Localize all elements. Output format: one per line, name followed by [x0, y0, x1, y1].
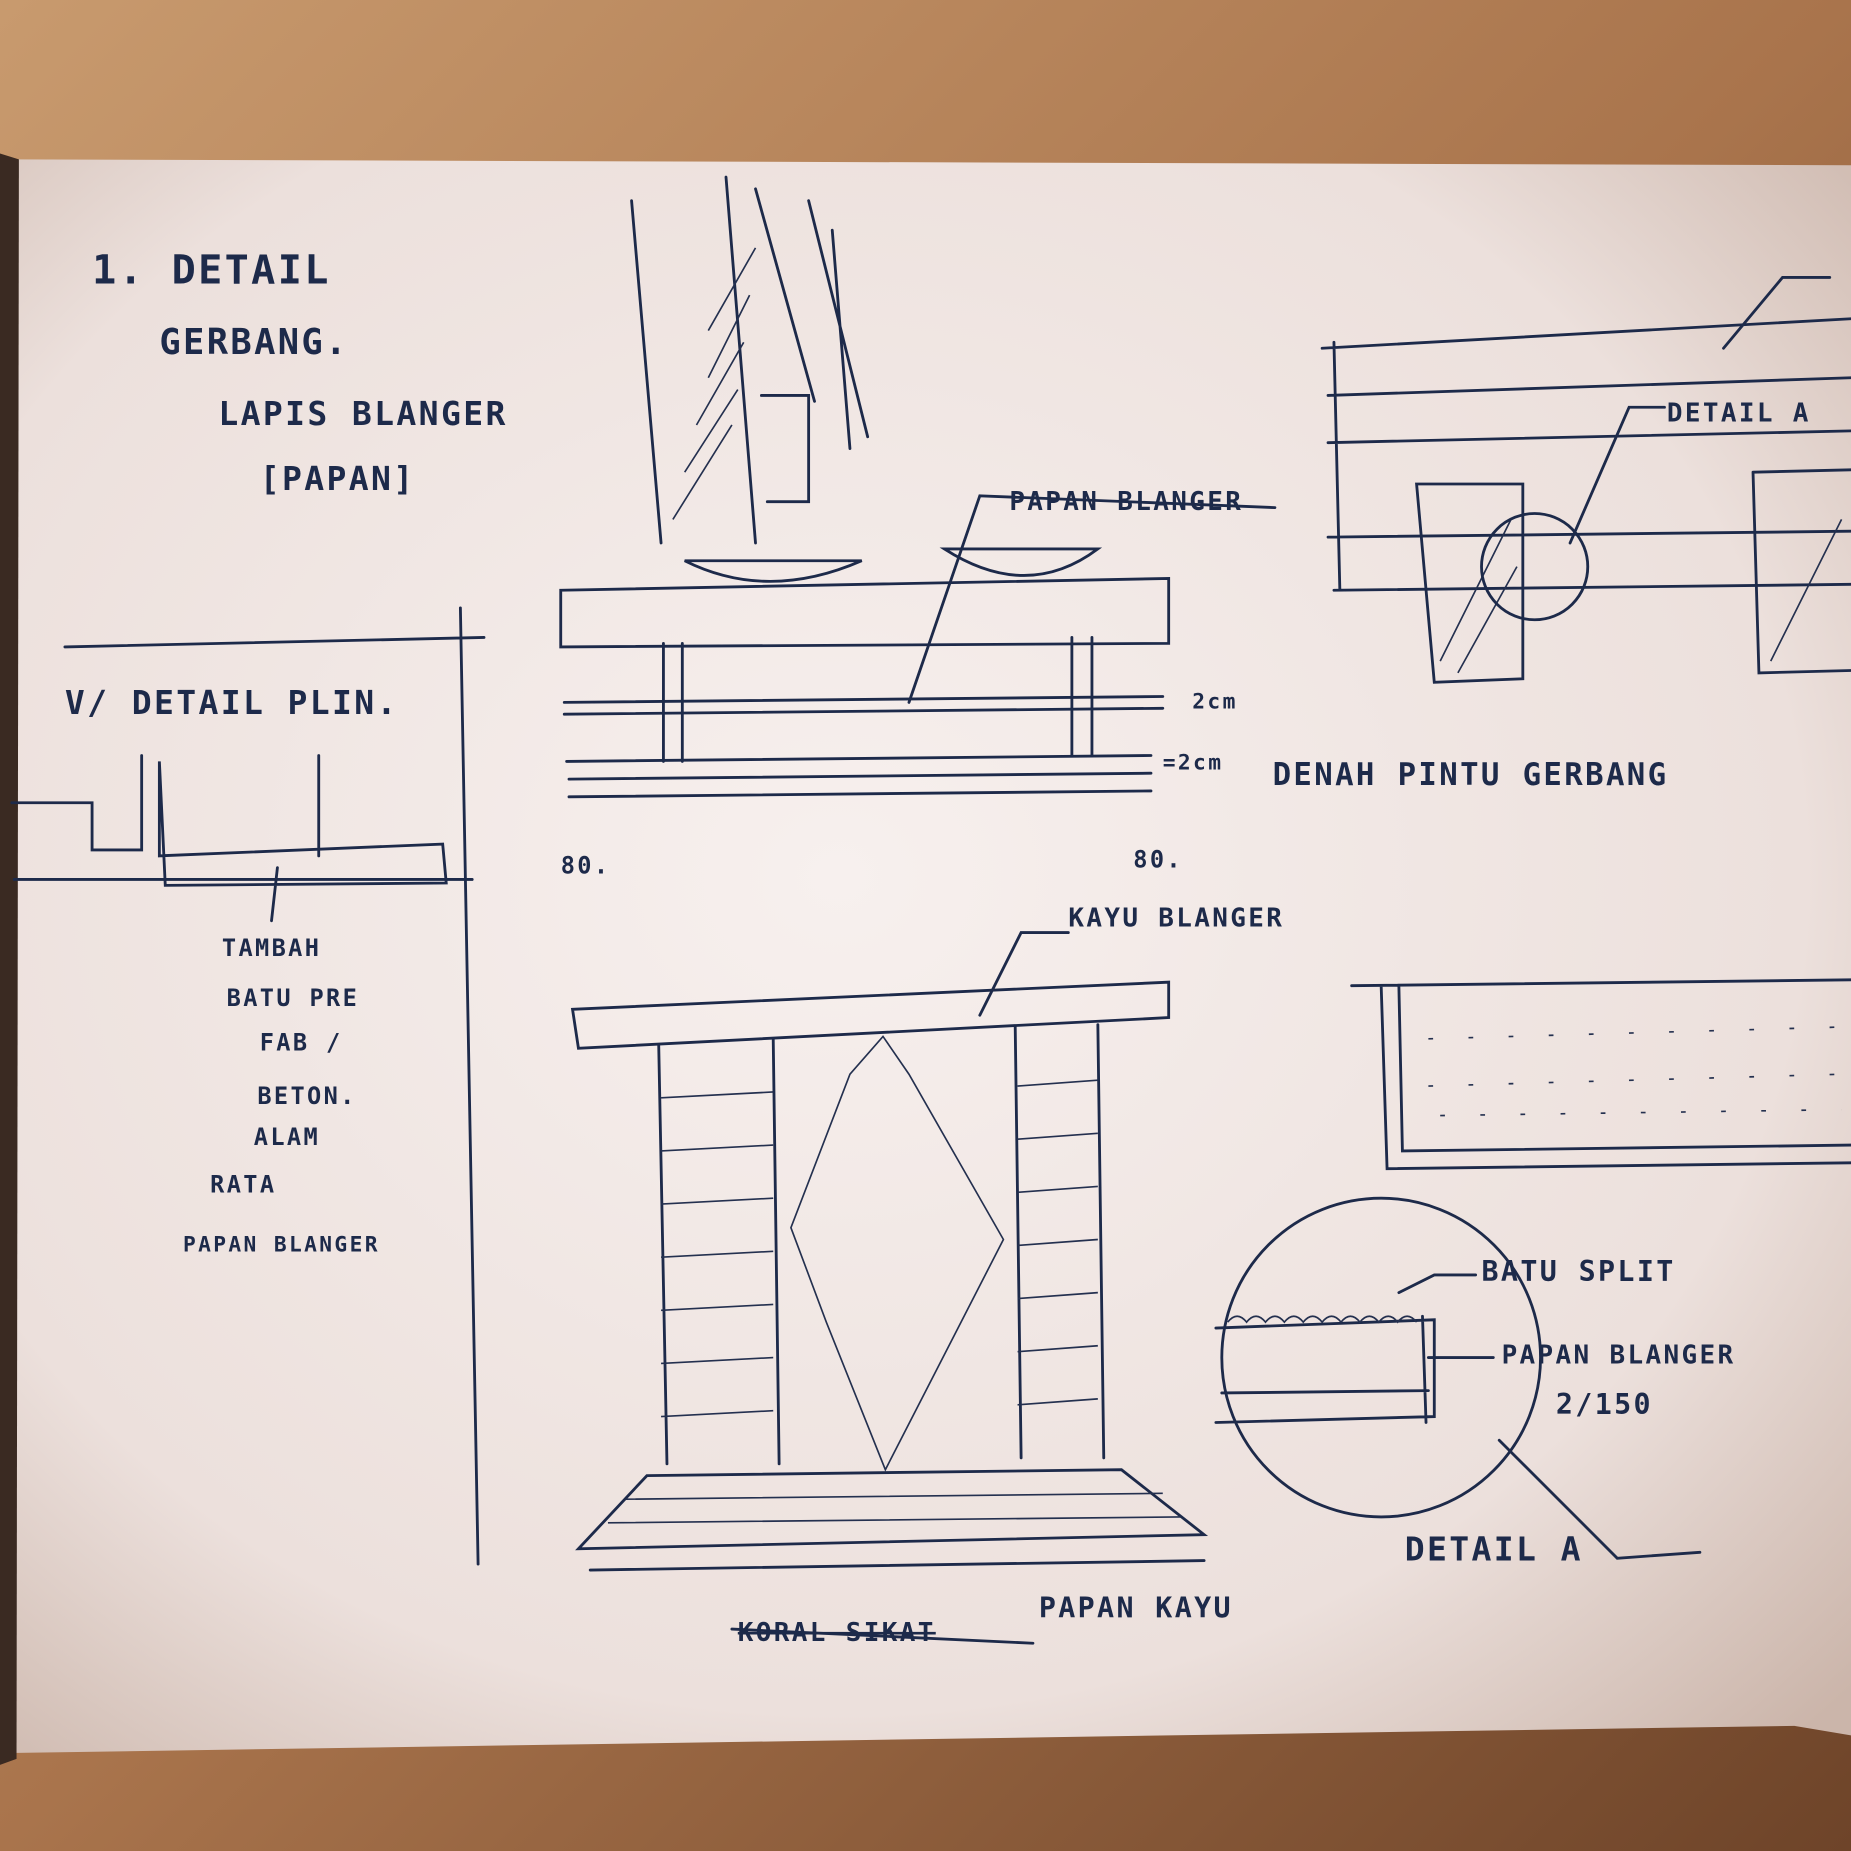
dim-2cm-top: 2cm — [1192, 689, 1237, 714]
title-block: 1. DETAIL GERBANG. LAPIS BLANGER [PAPAN] — [92, 247, 507, 498]
dim-80-right: 80. — [1133, 846, 1183, 874]
gate-elevation-sketch: KAYU BLANGER KORAL SIKAT PAPAN KAYU — [570, 904, 1284, 1648]
note-line: RATA — [210, 1170, 276, 1198]
detail-a-sketch: BATU SPLIT PAPAN BLANGER 2/150 DETAIL A — [1214, 1196, 1736, 1569]
title-line-1: 1. DETAIL — [92, 247, 331, 293]
note-line: BATU PRE — [227, 984, 360, 1012]
note-line: ALAM — [254, 1123, 320, 1151]
sketchbook-page — [9, 159, 1851, 1754]
label-board-size: 2/150 — [1556, 1388, 1653, 1421]
title-line-2: GERBANG. — [159, 322, 348, 363]
label-papan-blanger: PAPAN BLANGER — [1009, 487, 1243, 517]
plinth-detail-sketch: V/ DETAIL PLIN. TAMBAH BATU PRE FAB / BE… — [10, 606, 486, 1566]
label-detail-a-callout: DETAIL A — [1667, 398, 1811, 428]
wall-section-sketch — [630, 175, 1103, 583]
title-line-3: LAPIS BLANGER — [218, 394, 507, 433]
label-kayu-blanger: KAYU BLANGER — [1068, 904, 1284, 934]
caption-detail-a: DETAIL A — [1405, 1530, 1583, 1569]
title-line-4: [PAPAN] — [260, 459, 416, 498]
label-papan-kayu: PAPAN KAYU — [1039, 1591, 1233, 1624]
gate-plan-sketch: PAPAN BLANGER 2cm =2cm 80. 80. DENAH PIN… — [559, 487, 1669, 880]
label-papan-blanger-detail: PAPAN BLANGER — [1502, 1340, 1736, 1370]
note-line: FAB / — [260, 1029, 343, 1057]
caption-denah-pintu-gerbang: DENAH PINTU GERBANG — [1273, 758, 1669, 793]
label-batu-split: BATU SPLIT — [1482, 1255, 1676, 1288]
floor-section-sketch — [1350, 978, 1851, 1171]
heading-detail-plin: V/ DETAIL PLIN. — [65, 683, 399, 722]
note-line: BETON. — [257, 1082, 356, 1110]
plinth-note: TAMBAH BATU PRE FAB / BETON. ALAM RATA P… — [183, 934, 380, 1257]
gate-elevation-right-sketch: DETAIL A — [1320, 275, 1851, 684]
note-line: PAPAN BLANGER — [183, 1232, 380, 1257]
note-line: TAMBAH — [222, 934, 321, 962]
dim-2cm-bottom: =2cm — [1163, 751, 1224, 776]
page-spine-shadow — [0, 153, 19, 1765]
dim-80-left: 80. — [561, 852, 611, 880]
